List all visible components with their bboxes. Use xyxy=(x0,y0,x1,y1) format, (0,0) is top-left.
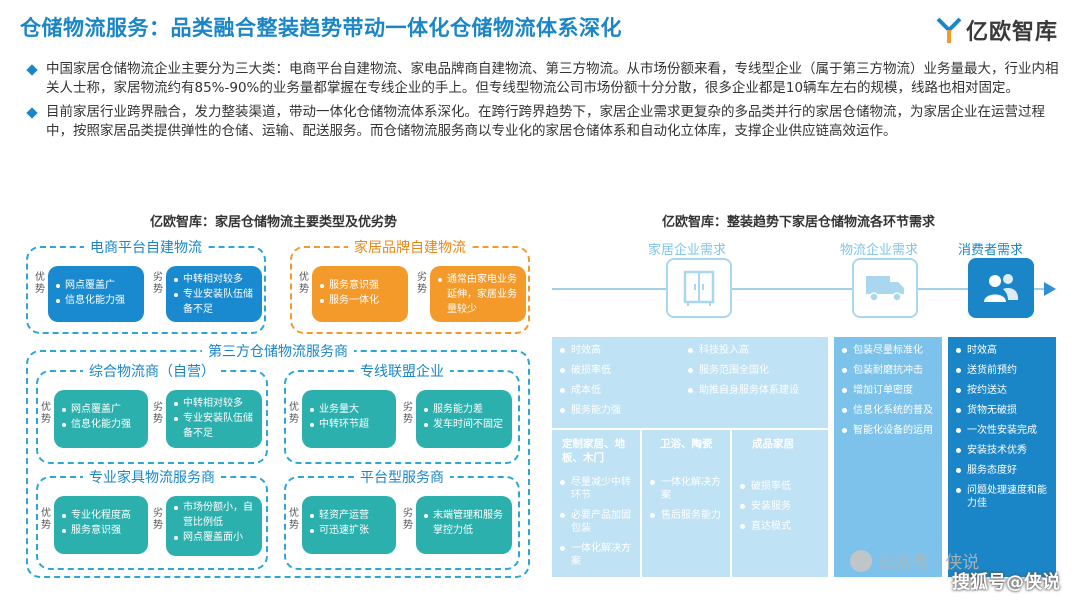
flow-line xyxy=(552,288,1052,290)
ecommerce-advantages: 网点覆盖广 信息化能力强 xyxy=(48,266,144,322)
logo-text: 亿欧智库 xyxy=(965,20,1058,45)
third-party-group: 第三方仓储物流服务商 xyxy=(26,341,530,578)
sohu-watermark: 搜狐号@侠说 xyxy=(952,572,1060,593)
diamond-bullet-icon xyxy=(26,64,38,76)
diamond-bullet-icon xyxy=(26,107,38,119)
sub-list-bathroom: 一体化解决方案 售后服务能力 xyxy=(650,476,726,529)
node-label-enterprise: 家居企业需求 xyxy=(648,243,727,258)
advantage-label: 优势 xyxy=(289,508,299,531)
alliance-disadvantages: 服务能力差 发车时间不固定 xyxy=(416,390,512,448)
third-party-group-title: 第三方仓储物流服务商 xyxy=(202,341,354,361)
comprehensive-disadvantages: 中转相对较多 专业安装队伍储备不足 xyxy=(166,390,262,448)
page-title: 仓储物流服务：品类融合整装趋势带动一体化仓储物流体系深化 xyxy=(20,16,622,40)
sub-title-furniture: 成品家居 xyxy=(752,438,794,450)
node-enterprise xyxy=(666,258,732,318)
brand-group: 家居品牌自建物流 优势 服务意识强 服务一体化 劣势 通常由家电业务延伸，家居业… xyxy=(290,237,530,334)
brand-logo: 亿欧智库 xyxy=(936,14,1058,46)
logistics-needs-list: 包装尽量标准化 包装耐磨抗冲击 增加订单密度 信息化系统的普及 智能化设备的运用 xyxy=(842,344,938,444)
node-label-consumer: 消费者需求 xyxy=(958,243,1024,258)
alliance-group: 专线联盟企业 优势 业务量大 中转环节超 劣势 服务能力差 发车时间不固定 xyxy=(284,361,520,464)
enterprise-needs-panel xyxy=(552,337,828,577)
enterprise-needs-list-1: 时效高 破损率低 成本低 服务能力强 xyxy=(560,344,680,424)
bullet-list: 中国家居仓储物流企业主要分为三大类：电商平台自建物流、家电品牌商自建物流、第三方… xyxy=(26,60,1062,146)
advantage-label: 优势 xyxy=(299,272,309,295)
enterprise-needs-list-2: 科技投入高 服务范围全国化 助推自身服务体系建设 xyxy=(688,344,826,404)
node-logistics xyxy=(852,258,918,318)
ecommerce-group-title: 电商平台自建物流 xyxy=(84,237,208,257)
panel-divider xyxy=(552,428,828,430)
comprehensive-group: 综合物流商（自营） 优势 网点覆盖广 信息化能力强 劣势 中转相对较多 专业安装… xyxy=(36,361,268,464)
platform-advantages: 轻资产运营 可迅速扩张 xyxy=(302,496,396,554)
disadvantage-label: 劣势 xyxy=(417,272,427,295)
truck-icon xyxy=(866,276,904,302)
advantage-label: 优势 xyxy=(35,272,45,295)
furniture-group-title: 专业家具物流服务商 xyxy=(83,467,221,487)
platform-group: 平台型服务商 优势 轻资产运营 可迅速扩张 劣势 末端管理和服务掌控力低 xyxy=(284,467,520,570)
sub-list-furniture: 破损率低 安装服务 直达模式 xyxy=(740,480,824,540)
panel-divider xyxy=(730,428,732,577)
consumer-needs-list: 时效高 送货前预约 按约送达 货物无破损 一次性安装完成 安装技术优秀 服务态度… xyxy=(956,344,1054,517)
platform-disadvantages: 末端管理和服务掌控力低 xyxy=(416,496,512,554)
panel-divider xyxy=(640,428,642,577)
platform-group-title: 平台型服务商 xyxy=(354,467,450,487)
alliance-group-title: 专线联盟企业 xyxy=(354,361,450,381)
bullet-item: 中国家居仓储物流企业主要分为三大类：电商平台自建物流、家电品牌商自建物流、第三方… xyxy=(26,60,1062,98)
comprehensive-advantages: 网点覆盖广 信息化能力强 xyxy=(54,390,148,448)
ecommerce-group: 电商平台自建物流 优势 网点覆盖广 信息化能力强 劣势 中转相对较多 专业安装队… xyxy=(26,237,266,334)
comprehensive-group-title: 综合物流商（自营） xyxy=(83,361,221,381)
consumer-needs-panel xyxy=(948,337,1056,577)
wardrobe-icon xyxy=(683,270,715,306)
flow-arrow-icon xyxy=(1044,282,1056,296)
sub-title-bathroom: 卫浴、陶瓷 xyxy=(660,438,713,450)
users-icon xyxy=(984,274,1019,302)
left-diagram-title: 亿欧智库：家居仓储物流主要类型及优劣势 xyxy=(150,215,398,230)
advantage-label: 优势 xyxy=(41,508,51,531)
advantage-label: 优势 xyxy=(289,402,299,425)
furniture-group: 专业家具物流服务商 优势 专业化程度高 服务意识强 劣势 市场份额小，自营比例低… xyxy=(36,467,268,570)
furniture-disadvantages: 市场份额小，自营比例低 网点覆盖面小 xyxy=(166,496,262,556)
logistics-needs-panel xyxy=(834,337,942,577)
node-consumer xyxy=(968,258,1034,318)
disadvantage-label: 劣势 xyxy=(153,402,163,425)
bullet-item: 目前家居行业跨界融合，发力整装渠道，带动一体化仓储物流体系深化。在跨行跨界趋势下… xyxy=(26,103,1062,141)
brand-advantages: 服务意识强 服务一体化 xyxy=(312,266,408,322)
disadvantage-label: 劣势 xyxy=(153,272,163,295)
brand-group-title: 家居品牌自建物流 xyxy=(348,237,472,257)
wechat-icon xyxy=(850,549,872,572)
sub-title-custom: 定制家居、地板、木门 xyxy=(562,438,625,464)
furniture-advantages: 专业化程度高 服务意识强 xyxy=(54,496,148,554)
disadvantage-label: 劣势 xyxy=(403,402,413,425)
ecommerce-disadvantages: 中转相对较多 专业安装队伍储备不足 xyxy=(166,266,262,322)
right-diagram-title: 亿欧智库：整装趋势下家居仓储物流各环节需求 xyxy=(662,215,936,230)
sub-list-custom: 尽量减少中转环节 必要产品加固包装 一体化解决方案 xyxy=(560,476,638,575)
wechat-watermark: 公众号 · 侠说 xyxy=(850,548,979,573)
disadvantage-label: 劣势 xyxy=(403,508,413,531)
logo-icon xyxy=(936,17,962,43)
brand-disadvantages: 通常由家电业务延伸，家居业务量较少 xyxy=(430,266,526,322)
node-label-logistics: 物流企业需求 xyxy=(840,243,919,258)
disadvantage-label: 劣势 xyxy=(153,508,163,531)
advantage-label: 优势 xyxy=(41,402,51,425)
alliance-advantages: 业务量大 中转环节超 xyxy=(302,390,396,448)
